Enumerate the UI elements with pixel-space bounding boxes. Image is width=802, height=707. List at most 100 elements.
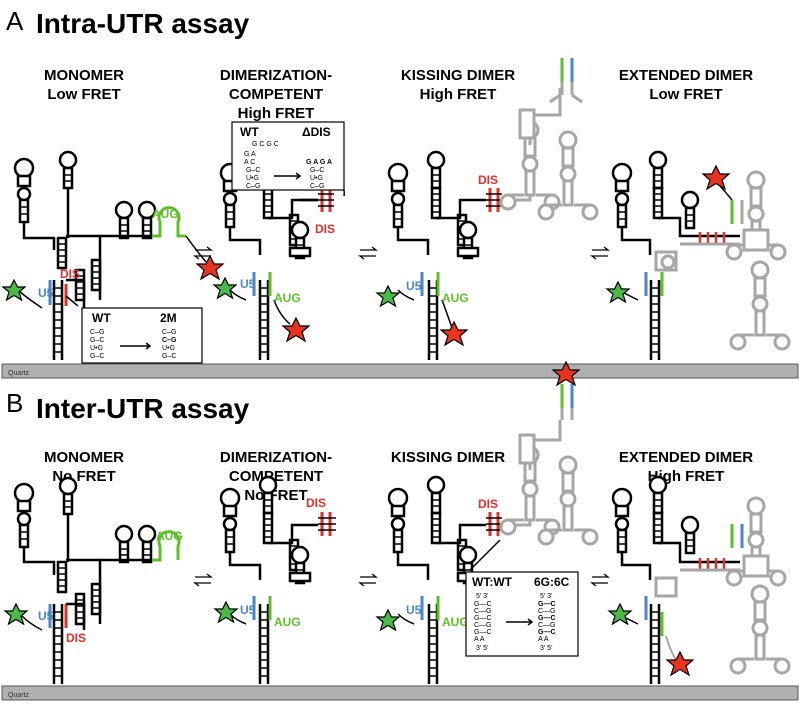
red-star-icon: [701, 164, 731, 191]
equilibrium-arrow-icon: [194, 573, 212, 587]
u5-label: U5: [38, 286, 54, 300]
panel-title-a: Intra-UTR assay: [36, 8, 250, 39]
state-label-line1: MONOMER: [44, 67, 124, 84]
equilibrium-arrow-icon: [359, 573, 377, 587]
svg-text:G C G C: G C G C: [252, 141, 279, 148]
svg-text:G–C: G–C: [310, 167, 324, 174]
inset-wtwt-6g6c: WT:WT 6G:6C 5' 3' G—C C—G G—C C—G G—C A …: [465, 571, 579, 657]
svg-text:G A G A: G A G A: [306, 159, 332, 166]
inset-left-label: WT: [240, 125, 259, 139]
inset-right-label: 2M: [160, 311, 177, 325]
dis-label: DIS: [478, 173, 498, 187]
green-star-icon: [3, 602, 29, 626]
svg-text:G—C: G—C: [538, 629, 556, 636]
state-label-line1: MONOMER: [44, 449, 124, 466]
green-star-icon: [1, 278, 27, 302]
quartz-surface: [1, 363, 799, 379]
svg-text:G A: G A: [244, 151, 256, 158]
svg-text:G—C: G—C: [474, 601, 492, 608]
u5-label: U5: [406, 279, 422, 293]
dis-label: DIS: [306, 496, 326, 510]
aug-label: AUG: [274, 291, 301, 305]
aug-label: AUG: [274, 615, 301, 629]
svg-text:G–C: G–C: [246, 167, 260, 174]
green-star-icon: [605, 280, 631, 304]
quartz-label: Quartz: [8, 692, 30, 699]
svg-text:G—C: G—C: [474, 629, 492, 636]
svg-text:A A: A A: [538, 636, 549, 643]
u5-label: U5: [38, 609, 54, 623]
state-label-line2: COMPETENT: [229, 468, 323, 485]
inset-wt-2m: WT 2M C–G G–C U•G G–C C–G C–G U•G G–C: [81, 307, 203, 364]
panel-letter-b: B: [6, 388, 23, 418]
equilibrium-arrow-icon: [359, 246, 377, 260]
svg-text:G—C: G—C: [538, 615, 556, 622]
aug-label: AUG: [156, 529, 183, 543]
svg-text:C–G: C–G: [310, 183, 324, 190]
red-star-icon: [195, 254, 225, 281]
svg-text:A A: A A: [474, 636, 485, 643]
u5-label: U5: [240, 603, 256, 617]
svg-text:C–G: C–G: [162, 337, 177, 344]
svg-text:C–G: C–G: [162, 329, 176, 336]
state-label-line1: KISSING DIMER: [401, 67, 515, 84]
svg-text:C—G: C—G: [538, 608, 556, 615]
rna-monomer-b: U5 DIS AUG: [13, 476, 183, 686]
green-star-icon: [213, 600, 239, 624]
rna-competent-a: U5 AUG DIS: [219, 150, 346, 362]
svg-text:C–G: C–G: [90, 329, 104, 336]
state-label-line2: COMPETENT: [229, 86, 323, 103]
rna-monomer-a: U5 DIS AUG: [13, 150, 207, 362]
inset-left-label: WT: [92, 311, 111, 325]
state-label-line1: DIMERIZATION-: [220, 449, 332, 466]
svg-text:C—G: C—G: [474, 608, 492, 615]
rna-kissing-dimer-a: U5 AUG DIS: [387, 58, 599, 362]
svg-text:G–C: G–C: [90, 353, 104, 360]
state-label-line1: DIMERIZATION-: [220, 67, 332, 84]
svg-text:5' 3': 5' 3': [476, 593, 488, 600]
svg-text:G—C: G—C: [474, 615, 492, 622]
state-label-line1: EXTENDED DIMER: [619, 67, 753, 84]
dis-label: DIS: [478, 497, 498, 511]
state-label-line1: KISSING DIMER: [391, 449, 505, 466]
state-label-line3: High FRET: [238, 105, 315, 122]
u5-label: U5: [240, 277, 256, 291]
equilibrium-arrow-icon: [591, 573, 609, 587]
green-star-icon: [607, 602, 633, 626]
svg-text:C–G: C–G: [246, 183, 260, 190]
state-label-line1: EXTENDED DIMER: [619, 449, 753, 466]
svg-text:U•G: U•G: [90, 345, 103, 352]
svg-text:G–C: G–C: [162, 353, 176, 360]
panel-title-b: Inter-UTR assay: [36, 393, 250, 424]
inset-right-label: ΔDIS: [302, 125, 331, 139]
equilibrium-arrow-icon: [591, 246, 609, 260]
aug-label: AUG: [442, 615, 469, 629]
svg-text:3' 5': 3' 5': [540, 645, 552, 652]
green-star-icon: [375, 608, 401, 632]
svg-text:U•G: U•G: [246, 175, 259, 182]
state-label-line2: Low FRET: [47, 86, 120, 103]
dis-label: DIS: [60, 267, 80, 281]
rna-extended-dimer-a: [611, 150, 791, 362]
dis-label: DIS: [66, 631, 86, 645]
inset-left-label: WT:WT: [472, 575, 513, 589]
u5-label: U5: [406, 603, 422, 617]
state-label-line2: High FRET: [420, 86, 497, 103]
panel-letter-a: A: [6, 6, 24, 36]
svg-text:A C: A C: [244, 159, 255, 166]
rna-extended-dimer-b: [611, 475, 791, 686]
svg-text:G—C: G—C: [538, 601, 556, 608]
inset-wt-ddis: WT ΔDIS G C G C G A A C G–C U•G C–G G A …: [231, 121, 345, 191]
red-star-icon: [665, 650, 695, 677]
svg-text:C—G: C—G: [538, 622, 556, 629]
svg-text:U•G: U•G: [310, 175, 323, 182]
red-star-icon: [439, 320, 469, 347]
svg-text:C—G: C—G: [474, 622, 492, 629]
rna-competent-b: U5 AUG DIS: [219, 475, 336, 686]
aug-label: AUG: [152, 207, 179, 221]
state-label-line3: No FRET: [244, 487, 307, 504]
quartz-label: Quartz: [8, 370, 30, 377]
svg-text:U•G: U•G: [162, 345, 175, 352]
state-labels-a: MONOMER Low FRET DIMERIZATION- COMPETENT…: [44, 67, 753, 122]
